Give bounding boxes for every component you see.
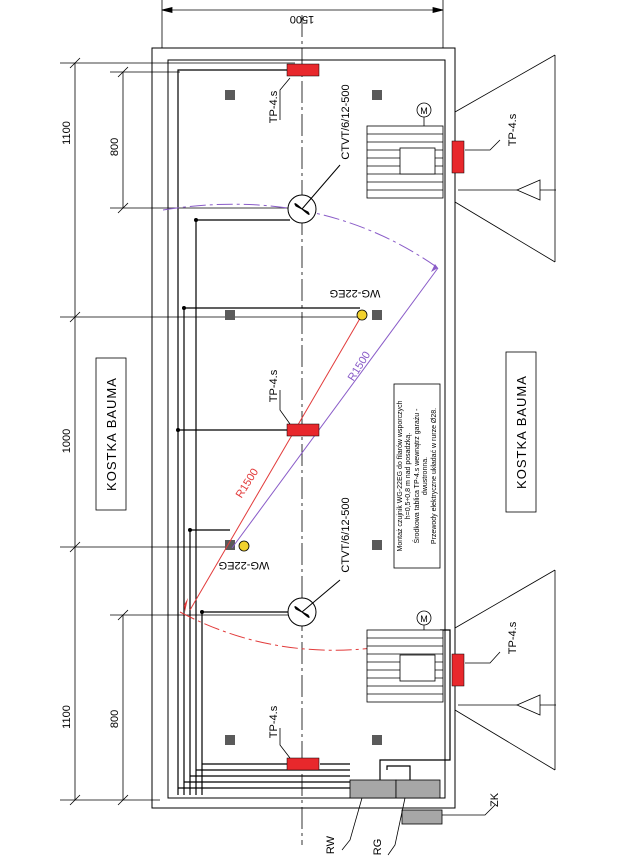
note-line-5: Przewody elektryczne układać w rurze Ø28… — [431, 408, 438, 544]
left-dimensions — [60, 57, 360, 806]
panel-tp-bottom — [279, 728, 320, 771]
motor-symbol-upper: M — [420, 106, 428, 116]
panel-tp-top — [279, 63, 320, 120]
zone-label-right: KOSTKA BAUMA — [514, 375, 529, 489]
co-sensor-upper — [356, 309, 368, 321]
radius-label-purple: R1500 — [346, 349, 373, 383]
ramp-upper — [366, 54, 556, 263]
panel-tp-middle — [279, 390, 320, 437]
columns — [225, 90, 382, 745]
ramp-lower — [366, 569, 556, 771]
panel-label-bottom: TP-4.s — [268, 705, 280, 738]
column — [225, 310, 235, 320]
installation-note — [393, 383, 441, 569]
dim-left-upper-outer: 1100 — [61, 121, 73, 145]
junction-dots — [176, 218, 204, 614]
sensor-label-upper: WG-22EG — [330, 287, 381, 299]
zone-box-right — [505, 351, 537, 513]
column — [372, 540, 382, 550]
jet-fan-upper — [287, 164, 341, 224]
note-line-2: h=0,5÷0,8 m nad posadzką. — [405, 433, 412, 520]
panel-label-middle: TP-4.s — [268, 369, 280, 402]
dim-left-lower-outer: 1100 — [61, 705, 73, 729]
cabinet-leaders — [341, 797, 496, 856]
co-sensor-lower — [238, 540, 250, 552]
dim-left-middle: 1000 — [61, 429, 73, 453]
dim-left-upper-inner: 800 — [109, 138, 121, 156]
column — [225, 540, 235, 550]
zone-box-left — [95, 357, 127, 511]
jet-fan-lower — [287, 579, 341, 627]
panel-label-ramp-upper: TP-4.s — [507, 113, 519, 146]
cabinet-zk — [401, 809, 443, 825]
garage-walls — [151, 47, 456, 809]
label-rg: RG — [372, 839, 384, 856]
note-line-3: Środkowa tablica TP-4.s wewnątrz garażu … — [412, 408, 421, 544]
coverage-arcs — [162, 203, 439, 651]
cabinet-rw — [349, 779, 397, 799]
dim-left-lower-inner: 800 — [109, 710, 121, 728]
cabinet-rg — [395, 779, 441, 799]
note-line-4: dwustronna. — [422, 457, 429, 495]
column — [372, 735, 382, 745]
panel-label-ramp-lower: TP-4.s — [507, 621, 519, 654]
panel-tp-ramp-lower — [451, 651, 501, 687]
label-zk: ZK — [489, 792, 501, 807]
note-line-1: Montaż czujnik WG-22EG do filarów wsporc… — [397, 400, 404, 551]
top-dimension — [161, 0, 444, 48]
label-rw: RW — [325, 835, 337, 854]
zone-label-left: KOSTKA BAUMA — [104, 377, 119, 491]
column — [372, 90, 382, 100]
column — [225, 90, 235, 100]
fan-label-lower: CTVT/6/12-500 — [340, 497, 352, 572]
panel-tp-ramp-upper — [451, 139, 501, 174]
sensor-label-lower: WG-22EG — [219, 559, 270, 571]
fan-label-upper: CTVT/6/12-500 — [340, 84, 352, 159]
column — [372, 310, 382, 320]
column — [225, 735, 235, 745]
motor-symbol-lower: M — [420, 614, 428, 624]
panel-label-top: TP-4.s — [268, 90, 280, 123]
